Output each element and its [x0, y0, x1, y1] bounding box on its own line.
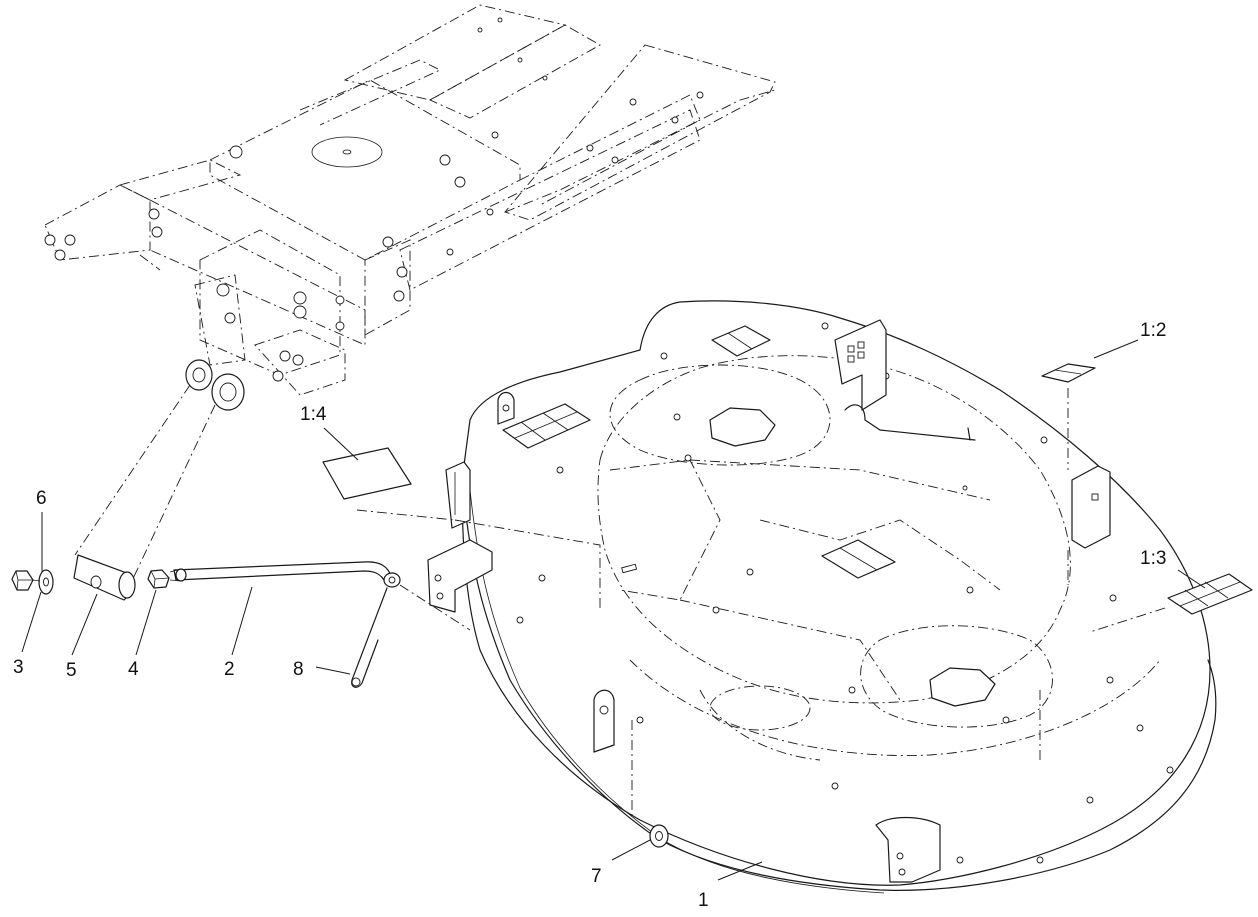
decals: [322, 363, 1253, 633]
callout-7: 7: [591, 866, 602, 887]
callout-8: 8: [293, 659, 304, 680]
callout-leaders: [21, 339, 1206, 881]
callout-4: 4: [128, 659, 139, 680]
callout-1-2: 1:2: [1140, 320, 1166, 341]
mower-deck: [427, 300, 1217, 894]
callout-1-4: 1:4: [300, 404, 327, 425]
callout-2: 2: [224, 659, 235, 680]
callout-6: 6: [36, 488, 47, 509]
callout-numbers: 6 3 5 4 2 8 7 1 1:4 1:2 1:3: [13, 320, 1166, 911]
callout-5: 5: [66, 660, 77, 681]
callout-3: 3: [13, 657, 24, 678]
lift-link-arm: [74, 384, 216, 586]
callout-1: 1: [698, 890, 709, 911]
lift-hardware: [11, 554, 471, 688]
tractor-frame: [44, 4, 776, 411]
callout-1-3: 1:3: [1140, 548, 1166, 569]
